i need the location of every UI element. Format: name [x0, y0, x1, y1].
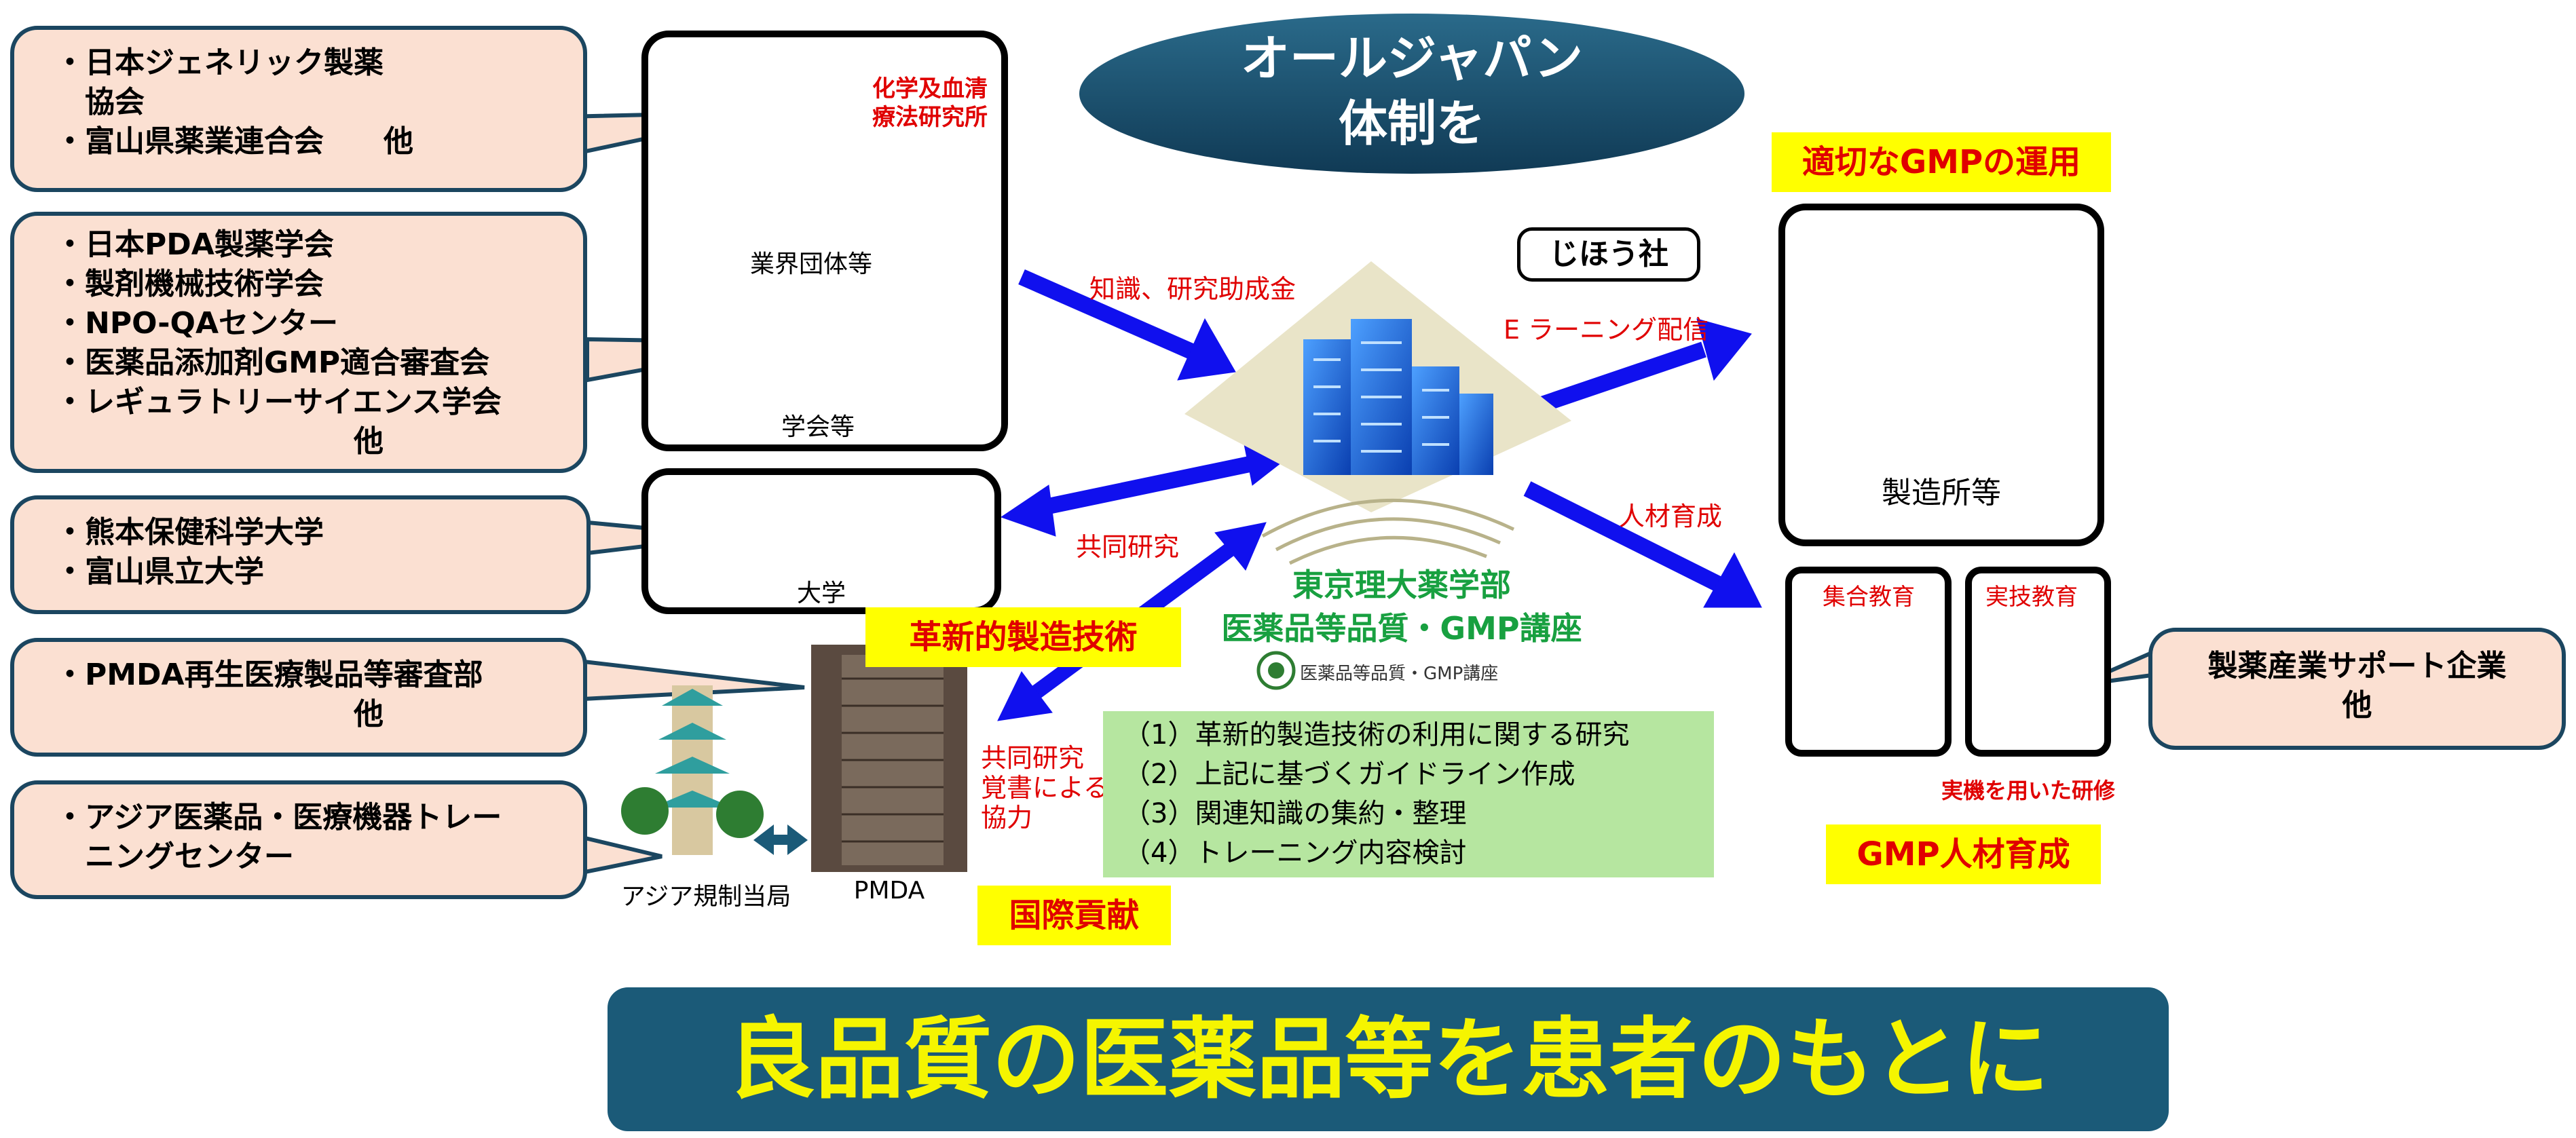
pagoda-icon: [621, 685, 764, 855]
center-title-line2: 医薬品等品質・GMP講座: [1221, 610, 1582, 647]
joint-research-label: 共同研究: [1076, 532, 1180, 562]
callout-asia-training: ・アジア医薬品・医療機器トレー ニングセンター: [10, 780, 587, 899]
course-logo-text: 医薬品等品質・GMP講座: [1300, 664, 1499, 684]
group-education-panel: [1785, 567, 1952, 757]
elearning-label: E ラーニング配信: [1504, 315, 1709, 345]
callout-text: ・日本PDA製薬学会: [55, 227, 334, 262]
practical-education-label: 実技教育: [1985, 584, 2078, 611]
callout-industry-associations: ・日本ジェネリック製薬 協会 ・富山県薬業連合会 他: [10, 26, 587, 192]
jiho-label: じほう社: [1549, 237, 1668, 271]
institute-label: 化学及血清 療法研究所: [872, 75, 988, 131]
practical-education-panel: [1965, 567, 2111, 757]
knowledge-label: 知識、研究助成金: [1089, 274, 1296, 304]
task-item: （3）関連知識の集約・整理: [1123, 798, 1467, 829]
all-japan-ellipse: [1079, 14, 1744, 174]
task-item: （4）トレーニング内容検討: [1123, 837, 1467, 869]
hr-label: 人材育成: [1619, 501, 1723, 531]
task-item: （1）革新的製造技術の利用に関する研究: [1123, 719, 1630, 751]
callout-text: 他: [55, 697, 384, 732]
callout-text: 他: [2342, 688, 2372, 723]
callout-universities: ・熊本保健科学大学 ・富山県立大学: [10, 495, 591, 614]
memorandum-label: 共同研究 覚書による 協力: [981, 743, 1109, 833]
pmda-building-icon: [811, 645, 967, 872]
callout-text: ・NPO-QAセンター: [55, 306, 339, 341]
callout-text: ・レギュラトリーサイエンス学会: [55, 385, 502, 419]
callout-text: ・富山県立大学: [55, 554, 264, 589]
all-japan-title-line1: オールジャパン: [1240, 30, 1583, 87]
callout-pmda: ・PMDA再生医療製品等審査部 他: [10, 638, 587, 757]
pmda-label: PMDA: [853, 877, 925, 905]
callout-text: 他: [55, 424, 384, 459]
callout-text: ・富山県薬業連合会 他: [55, 124, 413, 159]
callout-text: ・日本ジェネリック製薬: [55, 45, 384, 80]
banner-text: 良品質の医薬品等を患者のもとに: [727, 1008, 2049, 1111]
bottom-banner: 良品質の医薬品等を患者のもとに: [608, 987, 2169, 1131]
task-list-box: （1）革新的製造技術の利用に関する研究 （2）上記に基づくガイドライン作成 （3…: [1103, 711, 1714, 877]
center-title: 東京理大薬学部 医薬品等品質・GMP講座: [1191, 563, 1612, 650]
university-label: 大学: [796, 580, 846, 607]
society-label: 学会等: [781, 413, 855, 441]
callout-text: ・製剤機械技術学会: [55, 267, 324, 301]
arrow-joint-research: [1033, 453, 1265, 517]
callout-text: ・熊本保健科学大学: [55, 515, 324, 550]
all-japan-title-line2: 体制を: [1338, 95, 1485, 152]
training-label: 実機を用いた研修: [1941, 778, 2116, 803]
jiho-bubble: じほう社: [1517, 227, 1700, 282]
factory-label: 製造所等: [1882, 476, 2001, 510]
bidirectional-arrow-icon: [753, 824, 808, 855]
innovation-label: 革新的製造技術: [865, 607, 1181, 667]
factory-panel: [1778, 204, 2104, 546]
course-logo-icon: [1256, 651, 1296, 690]
arrow-elearning: [1521, 341, 1706, 419]
asia-regulator-label: アジア規制当局: [620, 883, 791, 911]
gmp-operation-label: 適切なGMPの運用: [1772, 132, 2111, 192]
pointer-c5: [583, 835, 662, 875]
international-label: 国際貢献: [977, 886, 1171, 945]
university-building-icon: [1184, 261, 1571, 565]
callout-support-companies: 製薬産業サポート企業 他: [2148, 628, 2566, 750]
arrow-hr: [1523, 481, 1721, 591]
industry-label: 業界団体等: [749, 250, 872, 278]
stakeholder-panel: [641, 31, 1008, 451]
university-panel: [641, 468, 1001, 614]
center-title-line1: 東京理大薬学部: [1292, 567, 1511, 603]
callout-text: ・PMDA再生医療製品等審査部: [55, 658, 483, 692]
callout-academic-societies: ・日本PDA製薬学会 ・製剤機械技術学会 ・NPO-QAセンター ・医薬品添加剤…: [10, 212, 587, 473]
callout-text: 製薬産業サポート企業: [2207, 649, 2507, 683]
arrow-knowledge: [1018, 269, 1198, 360]
callout-text: ・医薬品添加剤GMP適合審査会: [55, 345, 490, 380]
blue-arrows: [997, 269, 1762, 721]
callout-text: ニングセンター: [55, 839, 294, 874]
callout-text: ・アジア医薬品・医療機器トレー: [55, 800, 502, 835]
gmp-hr-label: GMP人材育成: [1826, 824, 2101, 884]
task-item: （2）上記に基づくガイドライン作成: [1123, 759, 1575, 790]
all-japan-title: オールジャパン 体制を: [1079, 26, 1744, 162]
group-education-label: 集合教育: [1823, 584, 1915, 611]
callout-text: 協会: [55, 85, 145, 119]
